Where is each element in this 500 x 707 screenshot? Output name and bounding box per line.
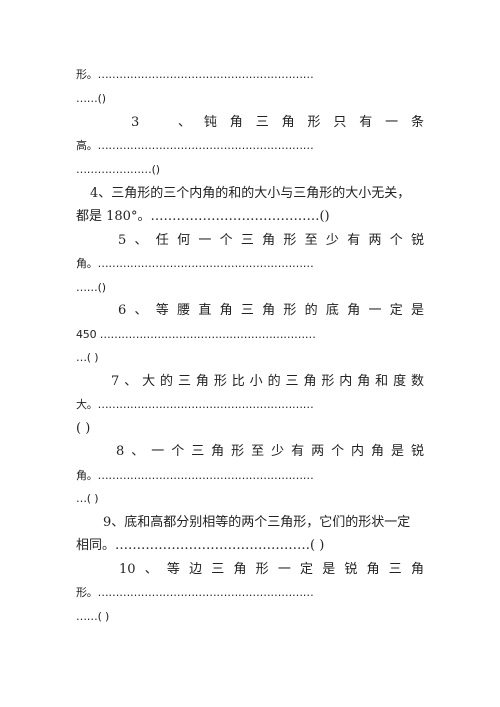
text-line: 形。……………………………………………………: [76, 586, 314, 599]
question-6: 6、等腰直角三角形的底角一定是: [118, 303, 424, 318]
text-line: 角。……………………………………………………: [76, 257, 314, 270]
text-line: ……( ): [76, 610, 110, 623]
text-line: 都是 180°。…………………………………(): [76, 209, 330, 224]
question-9: 9、底和高都分别相等的两个三角形，它们的形状一定: [103, 515, 411, 530]
text-line: ……(): [76, 92, 106, 105]
text-line: …………………(): [76, 163, 160, 176]
question-8: 8、一个三角形至少有两个内角是锐: [116, 444, 424, 459]
text-line: 角。……………………………………………………: [76, 469, 314, 482]
text-line: ( ): [76, 421, 91, 436]
question-3: 3 、钝角三角形只有一条: [131, 115, 424, 130]
question-5: 5、任何一个三角形至少有两个锐: [118, 233, 424, 248]
text-line: 高。……………………………………………………: [76, 139, 314, 152]
text-line: 大。……………………………………………………: [76, 398, 314, 411]
text-line: 形。……………………………………………………: [76, 68, 314, 81]
question-7: 7、大的三角形比小的三角形内角和度数: [111, 374, 424, 389]
text-line: 相同。………………………………………( ): [76, 538, 325, 553]
question-10: 10、等边三角形一定是锐角三角: [119, 562, 424, 577]
text-line: ……(): [76, 281, 106, 294]
question-4: 4、三角形的三个内角的和的大小与三角形的大小无关，: [90, 186, 411, 201]
text-line: …( ): [76, 351, 99, 364]
text-line: 450 ……………………………………………………: [76, 328, 316, 341]
text-line: …( ): [76, 492, 99, 505]
